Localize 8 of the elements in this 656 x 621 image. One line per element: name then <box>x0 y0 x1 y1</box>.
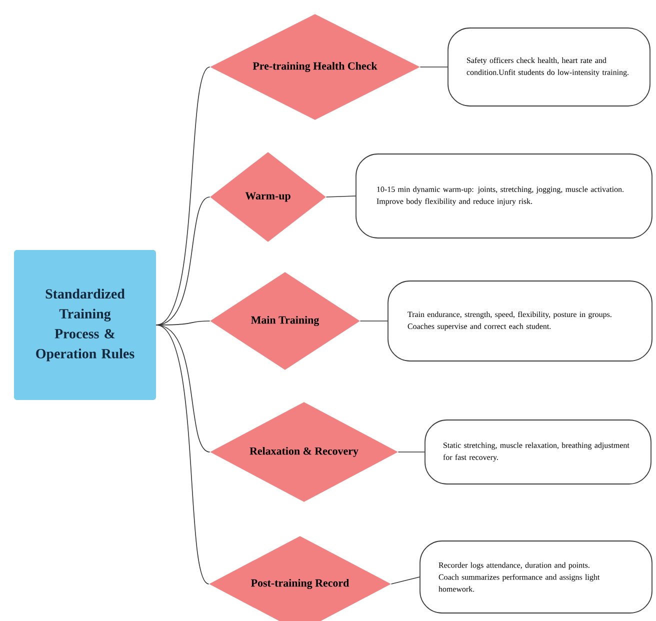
connector-line <box>360 320 388 322</box>
connector-line <box>390 576 420 584</box>
branch-line <box>156 320 210 326</box>
connector-line <box>326 196 356 198</box>
title-box: Standardized Training Process & Operation Rules <box>14 250 156 400</box>
branch-line <box>156 324 210 584</box>
connector-line <box>420 66 448 68</box>
branch-line <box>156 66 210 326</box>
